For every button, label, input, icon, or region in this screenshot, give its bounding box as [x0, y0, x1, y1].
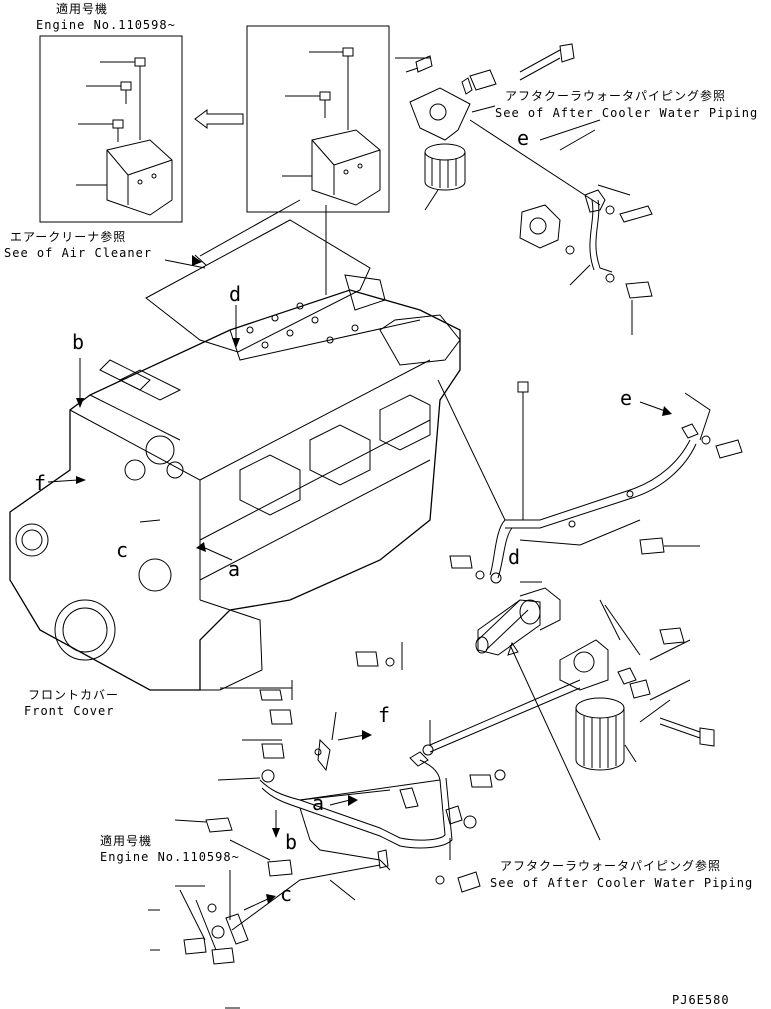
- oil-pipe-lower: [174, 642, 506, 965]
- bracket-center: [311, 129, 381, 206]
- after-cooler-bottom-en: See of After Cooler Water Piping: [490, 876, 754, 890]
- leader-upper-right: [539, 119, 601, 141]
- leader-e-top: [469, 119, 601, 206]
- engine-block: [9, 274, 461, 691]
- oil-filter-top: [424, 143, 466, 211]
- callout-f-bottom: f: [378, 703, 391, 727]
- callout-d-pipe: d: [508, 545, 521, 569]
- cooler-connector: [519, 129, 653, 335]
- callout-a-bottom: a: [312, 791, 325, 815]
- after-cooler-bottom-jp: アフタクーラウォータパイピング参照: [500, 859, 722, 873]
- filter-head-lower: [429, 587, 715, 753]
- air-cleaner-jp: エアークリーナ参照: [10, 230, 127, 244]
- inset-arrow: [194, 109, 244, 129]
- oil-pipe-right: [437, 379, 743, 584]
- callout-b-engine: b: [72, 330, 85, 354]
- callout-b-bottom: b: [285, 830, 298, 854]
- annotation-dashes: [148, 885, 240, 1009]
- after-cooler-top-jp: アフタクーラウォータパイピング参照: [505, 89, 727, 103]
- leader-after-cooler-top: [471, 105, 496, 113]
- front-cover-en: Front Cover: [24, 704, 115, 718]
- oil-filter-head-top: [395, 43, 575, 141]
- tube-d: [475, 599, 601, 841]
- applicable-top-en: Engine No.110598~: [36, 18, 176, 32]
- inset-box-left: [39, 35, 183, 223]
- inset-box-center: [246, 25, 390, 213]
- callout-a-center: a: [228, 557, 241, 581]
- bracket-left: [106, 139, 173, 216]
- callout-arrows: [47, 254, 672, 911]
- callout-c-left: c: [116, 538, 129, 562]
- air-cleaner-plate: [145, 199, 371, 353]
- bolts-inset: [76, 47, 354, 186]
- after-cooler-top-en: See of After Cooler Water Piping: [495, 106, 759, 120]
- drawing-code: PJ6E580: [672, 993, 730, 1007]
- applicable-bottom-en: Engine No.110598~: [100, 850, 240, 864]
- callout-d-top: d: [229, 282, 242, 306]
- oil-filter-lower: [575, 697, 637, 771]
- air-cleaner-en: See of Air Cleaner: [4, 246, 153, 260]
- applicable-bottom-jp: 適用号機: [100, 834, 153, 848]
- front-cover-jp: フロントカバー: [28, 688, 120, 702]
- callout-e-right: e: [620, 386, 633, 410]
- bolt-pipe-vertical: [517, 381, 529, 520]
- callout-f-left: f: [34, 471, 47, 495]
- applicable-top-jp: 適用号機: [56, 2, 109, 16]
- callout-c-bottom: c: [280, 882, 293, 906]
- callout-e-top: e: [517, 126, 530, 150]
